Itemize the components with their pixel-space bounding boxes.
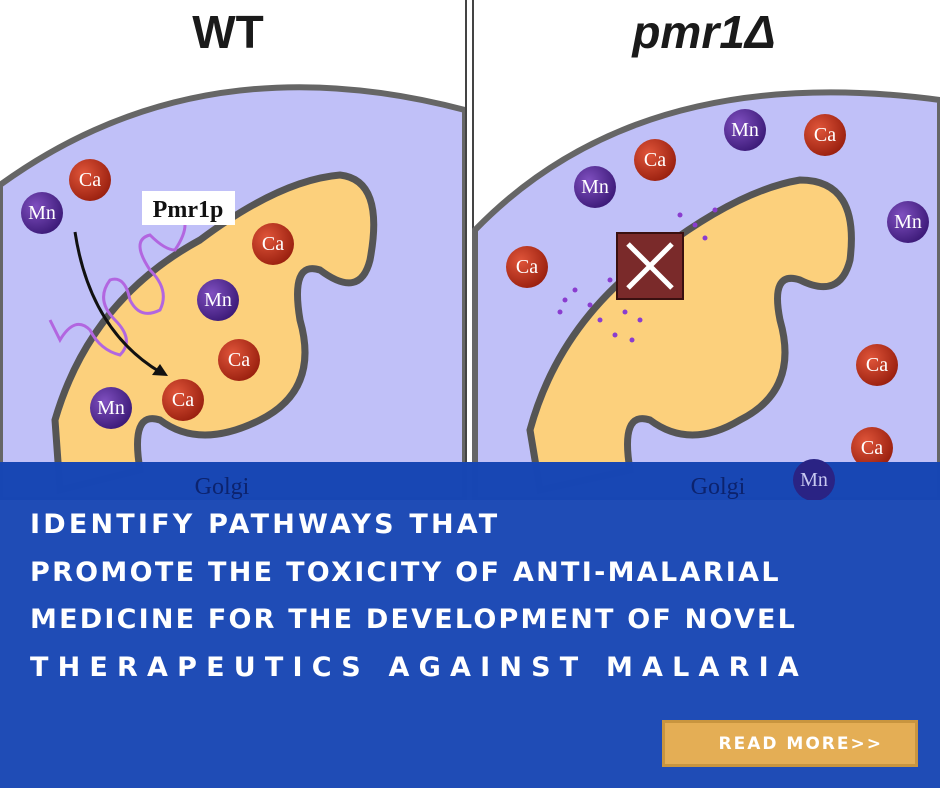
ion-ca: Ca [69,159,111,201]
svg-text:Mn: Mn [581,176,609,198]
svg-text:Ca: Ca [79,169,101,191]
svg-text:Ca: Ca [644,149,666,171]
svg-text:Mn: Mn [894,211,922,233]
headline-line-3: MEDICINE FOR THE DEVELOPMENT OF NOVEL [30,604,797,635]
headline-line-2: PROMOTE THE TOXICITY OF ANTI-MALARIAL [30,557,781,588]
ion-mn: Mn [90,387,132,429]
golgi [51,171,378,495]
deletion-x-icon [616,232,684,300]
headline-line-4: THERAPEUTICS AGAINST MALARIA [30,652,808,683]
ion-ca: Ca [162,379,204,421]
wt-panel: WT Pmr1p Ca Mn Ca Mn Ca Ca Mn [0,6,468,500]
panel-divider [465,0,475,500]
golgi-diagram: WT Pmr1p Ca Mn Ca Mn Ca Ca Mn pmr1Δ Mn C… [0,0,940,500]
ion-mn: Mn [21,192,63,234]
svg-text:Ca: Ca [228,349,250,371]
read-more-button[interactable]: READ MORE>> [662,720,918,767]
pmr1-mutant-panel: pmr1Δ Mn Ca Ca Mn Mn Ca Ca Ca [472,6,940,500]
ion-mn: Mn [197,279,239,321]
svg-text:Ca: Ca [172,389,194,411]
ion-ca: Ca [851,427,893,469]
svg-text:Mn: Mn [28,202,56,224]
ion-mn: Mn [574,166,616,208]
pmr1-title: pmr1Δ [630,6,775,58]
ion-mn: Mn [887,201,929,243]
ion-ca: Ca [804,114,846,156]
transport-arrow [73,231,161,374]
pmr1p-protein [48,224,187,357]
svg-text:Mn: Mn [97,397,125,419]
arrow-head-icon [152,364,168,376]
svg-text:Mn: Mn [731,119,759,141]
ion-ca: Ca [506,246,548,288]
degraded-protein [557,207,718,343]
ion-mn: Mn [724,109,766,151]
ion-ca: Ca [856,344,898,386]
wt-title: WT [192,6,264,58]
banner-fade [0,462,940,500]
svg-text:Ca: Ca [861,437,883,459]
ion-ca: Ca [252,223,294,265]
svg-text:Mn: Mn [204,289,232,311]
headline-line-1: IDENTIFY PATHWAYS THAT [30,509,501,540]
ion-ca: Ca [218,339,260,381]
svg-text:Ca: Ca [866,354,888,376]
ion-ca: Ca [634,139,676,181]
svg-text:Ca: Ca [516,256,538,278]
svg-text:Ca: Ca [814,124,836,146]
protein-label: Pmr1p [153,197,224,223]
svg-text:Ca: Ca [262,233,284,255]
